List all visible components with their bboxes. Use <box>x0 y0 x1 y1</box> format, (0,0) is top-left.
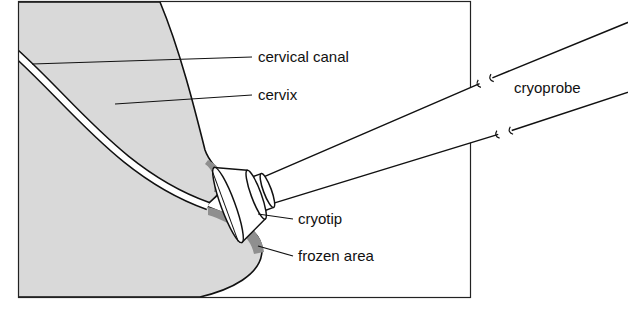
cervical-canal-lumen <box>19 48 209 206</box>
part-label: cryotip <box>296 210 344 227</box>
part-label: cryoprobe <box>512 79 583 96</box>
part-label: frozen area <box>296 247 376 264</box>
leader-line <box>115 95 252 104</box>
leader-line <box>32 57 252 64</box>
leader-line <box>258 214 293 219</box>
cervical-canal-outline <box>19 48 209 206</box>
part-label: cervical canal <box>256 48 351 65</box>
cervix-shape <box>19 2 263 297</box>
leader-line <box>258 246 293 256</box>
cryoprobe-drawing <box>208 9 628 245</box>
part-label: cervix <box>256 86 299 103</box>
